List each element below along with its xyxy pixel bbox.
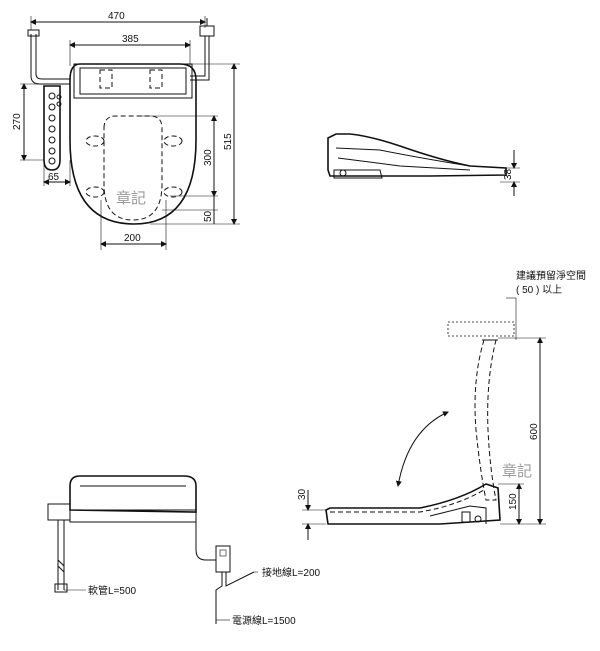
- dim-base-height: 150: [508, 493, 519, 510]
- dim-open-height: 600: [529, 423, 540, 440]
- side-view: 38: [327, 133, 520, 196]
- dim-front-gap: 50: [203, 210, 214, 222]
- hose-label: 軟管L=500: [88, 584, 137, 597]
- dim-side-depth: 270: [12, 113, 23, 130]
- dim-opening-width: 200: [124, 233, 141, 244]
- dim-seat-height: 30: [297, 488, 308, 500]
- clearance-note: 建議預留淨空間: [516, 269, 586, 282]
- lid-view: 建議預留淨空間 ( 50 ) 以上 600 150 30 章記: [297, 269, 586, 540]
- watermark-lid: 章記: [502, 462, 532, 480]
- install-view: 軟管L=500 接地線L=200 電源線L=1500: [47, 475, 321, 627]
- dim-seat-length: 300: [203, 149, 214, 166]
- watermark: 章記: [116, 189, 146, 207]
- clearance-value: ( 50 ) 以上: [516, 284, 562, 296]
- dim-total-length: 515: [223, 133, 234, 150]
- dim-seat-width: 385: [122, 34, 139, 45]
- dim-offset: 65: [48, 172, 60, 183]
- ground-label: 接地線L=200: [262, 566, 321, 579]
- dim-side-height: 38: [503, 168, 514, 180]
- power-label: 電源線L=1500: [232, 614, 296, 627]
- top-view: 470 385: [12, 11, 240, 250]
- dim-overall-width: 470: [108, 11, 125, 22]
